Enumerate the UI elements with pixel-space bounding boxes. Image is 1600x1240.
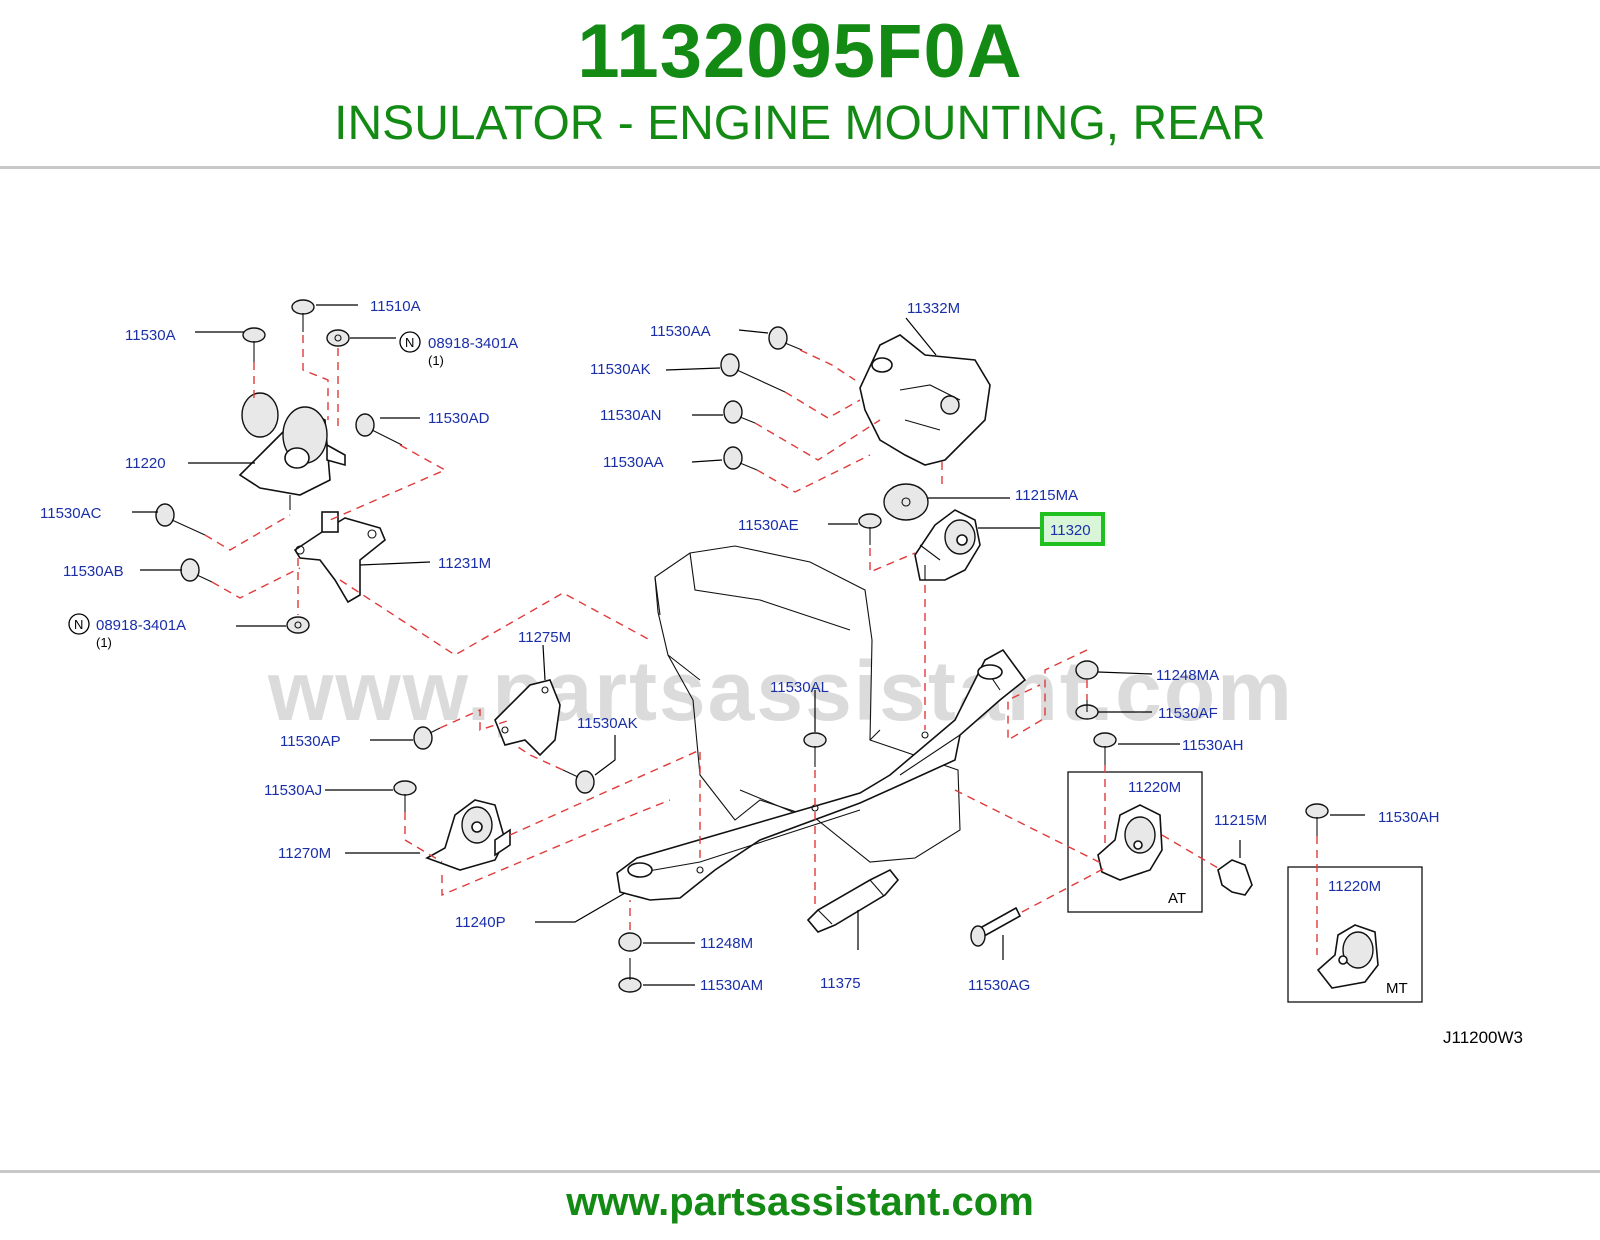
bracket-11231m-illustration — [293, 511, 386, 604]
notation-n-icon-lower: N — [68, 613, 90, 635]
callout-11510a: 11510A — [370, 298, 421, 315]
header-divider — [0, 166, 1600, 169]
callout-11320[interactable]: 11320 — [1050, 522, 1091, 539]
rod-11375-illustration — [806, 868, 900, 933]
footer-website-link[interactable]: www.partsassistant.com — [566, 1180, 1034, 1224]
fasteners — [155, 299, 1329, 993]
exploded-parts-diagram: www.partsassistant.com — [40, 298, 1523, 1047]
part-description: INSULATOR - ENGINE MOUNTING, REAR — [334, 97, 1266, 150]
callout-11220m-at: 11220M — [1128, 779, 1181, 796]
mt-variant-label: MT — [1386, 980, 1408, 997]
mount-11220m-mt-illustration — [1316, 924, 1379, 989]
callout-08918-3401a-lower: 08918-3401A — [96, 617, 186, 634]
bracket-11275m-illustration — [494, 679, 561, 757]
mount-11220-illustration — [238, 392, 346, 510]
qty-08918-3401a-lower: (1) — [96, 635, 112, 650]
bolt-11530ag-illustration — [970, 906, 1022, 947]
callout-11248m: 11248M — [700, 935, 753, 952]
at-variant-label: AT — [1168, 890, 1186, 907]
callout-11530ab: 11530AB — [63, 563, 124, 580]
callout-11530am: 11530AM — [700, 977, 763, 994]
callout-11332m: 11332M — [907, 300, 960, 317]
notation-n-label: N — [405, 335, 414, 350]
crossmember-11240p-illustration — [616, 648, 1027, 901]
callout-11530ak-lower: 11530AK — [577, 715, 638, 732]
callout-11240p: 11240P — [455, 914, 506, 931]
mt-variant-box — [1287, 866, 1423, 1003]
callout-11530aa-lower: 11530AA — [603, 454, 664, 471]
mount-11270m-illustration — [425, 799, 511, 871]
callout-08918-3401a-top: 08918-3401A — [428, 335, 518, 352]
assembly-leader-lines — [204, 335, 1318, 955]
callout-11530af: 11530AF — [1158, 705, 1218, 722]
callout-labels: 11510A 11530A N 08918-3401A (1) 11530AD … — [40, 298, 1523, 1047]
at-variant-box — [1067, 771, 1203, 913]
callout-11530al: 11530AL — [770, 679, 829, 696]
callout-11530ah-center: 11530AH — [1182, 737, 1243, 754]
callout-11270m: 11270M — [278, 845, 331, 862]
callout-11215ma: 11215MA — [1015, 487, 1078, 504]
callout-11215m: 11215M — [1214, 812, 1267, 829]
washer-11215ma-illustration — [883, 483, 929, 521]
callout-11530ag: 11530AG — [968, 977, 1030, 994]
callout-11530a: 11530A — [125, 327, 176, 344]
header: 1132095F0A INSULATOR - ENGINE MOUNTING, … — [0, 0, 1600, 168]
bracket-11215m-illustration — [1217, 859, 1253, 896]
callout-11530ad: 11530AD — [428, 410, 490, 427]
callout-leader-lines — [132, 304, 1365, 986]
notation-n-label-lower: N — [74, 617, 83, 632]
notation-n-icon: N — [399, 331, 421, 353]
footer-divider — [0, 1170, 1600, 1173]
callout-11530ae: 11530AE — [738, 517, 799, 534]
callout-11220: 11220 — [125, 455, 166, 472]
callout-11530aa-top: 11530AA — [650, 323, 711, 340]
highlight-box-11320 — [1040, 512, 1105, 546]
callout-11220m-mt: 11220M — [1328, 878, 1381, 895]
callout-11530ah-right: 11530AH — [1378, 809, 1439, 826]
callout-11530an: 11530AN — [600, 407, 661, 424]
engine-block-illustration — [654, 545, 961, 863]
callout-11530aj: 11530AJ — [264, 782, 322, 799]
qty-08918-3401a-top: (1) — [428, 353, 444, 368]
mount-11220m-at-illustration — [1097, 804, 1163, 881]
callout-11248ma: 11248MA — [1156, 667, 1219, 684]
callout-11530ap: 11530AP — [280, 733, 341, 750]
callout-11275m: 11275M — [518, 629, 571, 646]
bracket-11332m-illustration — [859, 334, 991, 466]
callout-11375: 11375 — [820, 975, 861, 992]
callout-11231m: 11231M — [438, 555, 491, 572]
callout-11530ak-top: 11530AK — [590, 361, 651, 378]
part-number-title: 1132095F0A — [577, 9, 1023, 94]
drawing-code: J11200W3 — [1443, 1028, 1523, 1047]
callout-11530ac: 11530AC — [40, 505, 102, 522]
insulator-11320-illustration — [914, 509, 981, 581]
watermark: www.partsassistant.com — [267, 644, 1294, 738]
